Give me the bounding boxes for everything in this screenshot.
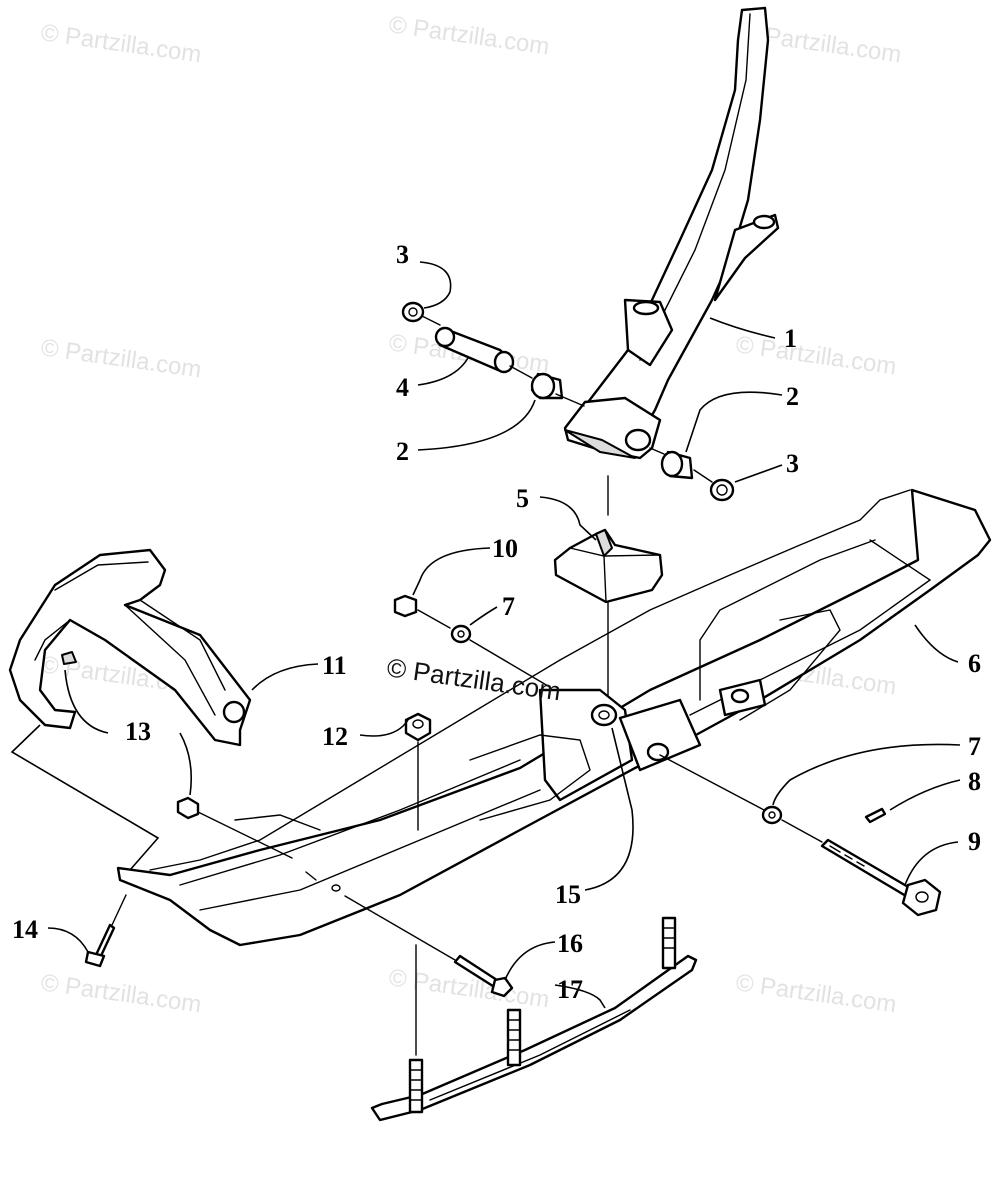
center-watermark: © Partzilla.com <box>385 652 563 706</box>
callout-2: 2 <box>396 437 409 466</box>
handle-part <box>8 548 252 747</box>
bolt-part <box>820 838 942 917</box>
callout-8: 8 <box>968 767 981 796</box>
axis-line <box>555 393 585 407</box>
mount-block-part <box>553 528 664 711</box>
pin-part <box>864 807 887 824</box>
watermark: © Partzilla.com <box>39 19 203 68</box>
bushing-part <box>649 447 713 483</box>
callout-7: 7 <box>502 592 515 621</box>
washer-part <box>709 478 735 502</box>
callout-4: 4 <box>396 373 409 402</box>
sleeve-part <box>434 326 515 374</box>
watermark-layer: © Partzilla.com © Partzilla.com © Partzi… <box>39 11 903 1018</box>
callout-labels: 1 2 2 3 3 4 5 6 7 7 8 9 10 11 12 13 14 1… <box>12 240 981 1004</box>
callout-9: 9 <box>968 827 981 856</box>
watermark: © Partzilla.com <box>39 334 203 383</box>
spindle-part <box>563 6 780 516</box>
callout-14: 14 <box>12 915 38 944</box>
callout-3: 3 <box>396 240 409 269</box>
nut-part <box>404 712 432 831</box>
assembly-bracket-line <box>10 724 160 871</box>
bolt-part <box>344 895 514 998</box>
axis-line <box>509 365 533 379</box>
callout-13: 13 <box>125 717 151 746</box>
callout-15: 15 <box>555 880 581 909</box>
washer-part <box>450 624 549 687</box>
callout-10: 10 <box>492 534 518 563</box>
ski-part <box>116 488 992 947</box>
wear-bar-part <box>370 916 698 1122</box>
bushing-part <box>590 703 618 727</box>
watermark: © Partzilla.com <box>387 11 551 60</box>
bushing-part <box>530 372 564 400</box>
bolt-part <box>84 894 127 968</box>
callout-16: 16 <box>557 929 583 958</box>
callout-5: 5 <box>516 484 529 513</box>
callout-6: 6 <box>968 649 981 678</box>
callout-3: 3 <box>786 449 799 478</box>
nut-part <box>393 594 451 629</box>
leader-lines <box>47 261 961 1009</box>
washer-part <box>401 301 425 323</box>
callout-7: 7 <box>968 732 981 761</box>
callout-12: 12 <box>322 722 348 751</box>
axis-line <box>421 315 441 326</box>
callout-17: 17 <box>557 975 583 1004</box>
watermark: © Partzilla.com <box>734 331 898 380</box>
callout-2: 2 <box>786 382 799 411</box>
watermark: © Partzilla.com <box>39 969 203 1018</box>
callout-11: 11 <box>322 651 347 680</box>
callout-1: 1 <box>784 324 797 353</box>
nut-part <box>176 796 293 859</box>
washer-part <box>659 754 823 843</box>
watermark: © Partzilla.com <box>734 969 898 1018</box>
